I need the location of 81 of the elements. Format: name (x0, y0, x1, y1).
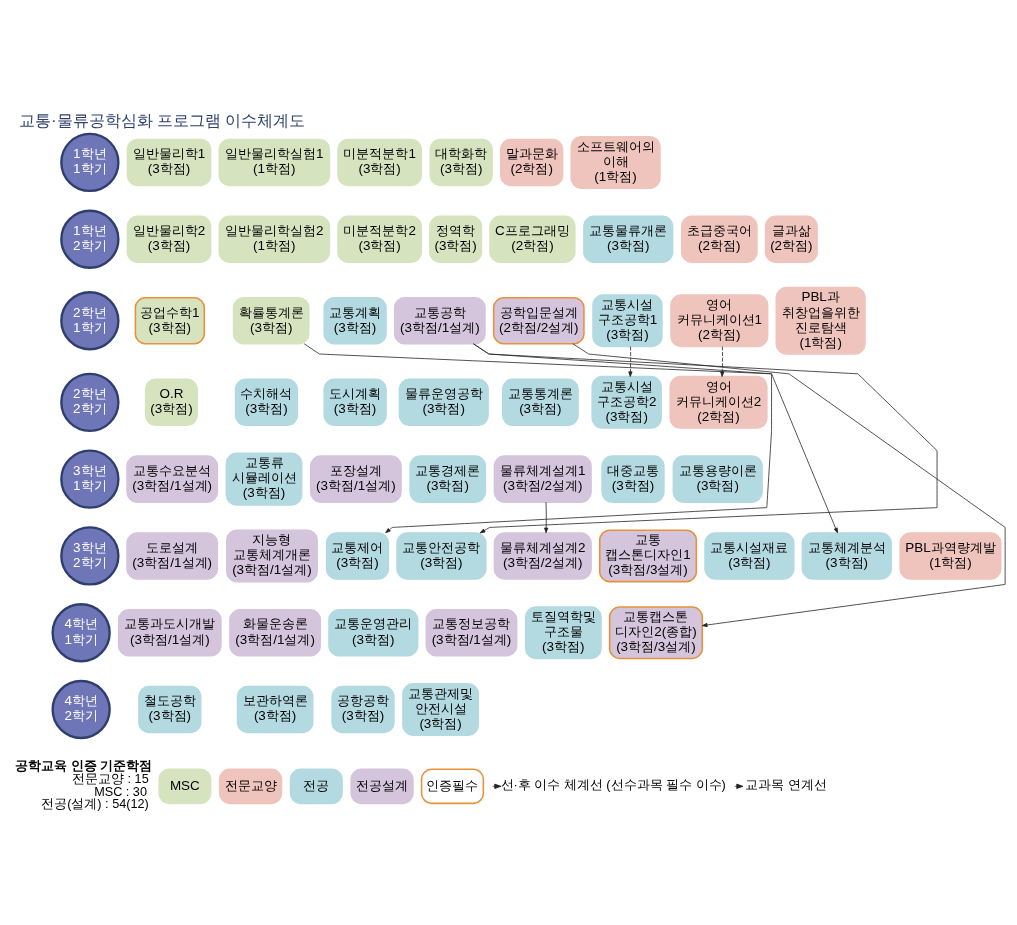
node-box: 교통통계론 (3학점) (501, 378, 579, 427)
node-box: 교통시설 구조공학2 (3학점) (591, 375, 662, 429)
node-circle: 4학년 2학기 (51, 679, 111, 740)
node-box: 화물운송론 (3학점/1설계) (229, 609, 322, 657)
arrow (628, 346, 633, 377)
node-box: O.R (3학점) (144, 378, 198, 427)
node-box: PBL과 취창업을위한 진로탐색 (1학점) (775, 286, 866, 355)
node-box: 도시계획 (3학점) (323, 378, 387, 427)
node-box: 포장설계 (3학점/1설계) (309, 455, 402, 503)
label: 전공(설계) : 54(12) (41, 797, 149, 812)
node-box: 확률통계론 (3학점) (232, 297, 310, 345)
node-box: 물류체계설계2 (3학점/2설계) (493, 532, 592, 580)
node-box: 영어 커뮤니케이션1 (2학점) (670, 294, 769, 348)
arrow (303, 343, 838, 534)
node-circle: 2학년 1학기 (60, 291, 120, 351)
legend-label: 전공 (303, 777, 330, 793)
legend-label: 교과목 연계선 (745, 778, 827, 793)
node-box: 미분적분학1 (3학점) (337, 138, 422, 187)
node-box: 교통체계분석 (3학점) (801, 532, 892, 580)
label: MSC : 30 (94, 784, 147, 799)
node-box: 철도공학 (3학점) (138, 685, 202, 734)
node-box: 물류운영공학 (3학점) (398, 378, 489, 427)
node-box: 교통시설 구조공학1 (3학점) (592, 294, 663, 348)
node-box: 미분적분학2 (3학점) (337, 215, 422, 263)
node-box: 도로설계 (3학점/1설계) (126, 532, 219, 580)
node-circle: 3학년 1학기 (60, 449, 120, 509)
node-box: 글과삶 (2학점) (764, 215, 818, 263)
node-box: PBL과역량계발 (1학점) (899, 532, 1002, 580)
node-box: 교통계획 (3학점) (323, 297, 387, 345)
node-box: 공업수학1 (3학점) (134, 297, 206, 345)
node-box: 교통용량이론 (3학점) (672, 455, 763, 503)
node-box: 교통제어 (3학점) (325, 532, 390, 580)
legend-label: 전공설계 (356, 777, 409, 793)
node-box: 교통과도시개발 (3학점/1설계) (117, 609, 222, 657)
node-box: 교통공학 (3학점/1설계) (393, 297, 486, 345)
node-box: 교통정보공학 (3학점/1설계) (425, 609, 518, 657)
node-box: 교통시설재료 (3학점) (704, 532, 795, 580)
node-circle: 4학년 1학기 (51, 603, 111, 663)
node-box: 수치해석 (3학점) (234, 378, 299, 427)
node-box: 교통수요분석 (3학점/1설계) (126, 455, 219, 503)
node-box: 교통류 시뮬레이션 (3학점) (225, 452, 303, 506)
node-box: 말과문화 (2학점) (500, 138, 564, 187)
node-box: 교통안전공학 (3학점) (396, 532, 487, 580)
node-box: 교통캡스톤 디자인2(종합) (3학점/3설계) (608, 606, 704, 660)
legend-label: MSC (169, 777, 200, 793)
node-box: 소프트웨어의 이해 (1학점) (570, 135, 661, 189)
node-circle: 3학년 2학기 (60, 526, 120, 586)
arrow (472, 343, 938, 534)
node-circle: 1학년 1학기 (60, 132, 120, 193)
node-box: 초급중국어 (2학점) (680, 215, 758, 263)
node-box: 공항공학 (3학점) (331, 685, 395, 734)
node-box: 일반물리학1 (3학점) (126, 138, 212, 187)
node-box: 토질역학및 구조물 (3학점) (524, 606, 602, 660)
legend-label: 전문교양 (224, 777, 277, 793)
node-box: 일반물리학실험1 (1학점) (218, 138, 331, 187)
node-box: 영어 커뮤니케이션2 (2학점) (669, 375, 768, 429)
node-box: 교통운영관리 (3학점) (328, 609, 419, 657)
legend-label: 인증필수 (426, 777, 479, 793)
node-box: 일반물리학2 (3학점) (126, 215, 212, 263)
label: 전문교양 : 15 (72, 772, 149, 786)
node-circle: 2학년 2학기 (60, 372, 120, 432)
arrow (544, 501, 549, 534)
node-box: 교통관제및 안전시설 (3학점) (402, 683, 479, 737)
node-circle: 1학년 2학기 (60, 209, 120, 269)
node-box: C프로그래밍 (2학점) (489, 215, 576, 263)
node-box: 정역학 (3학점) (429, 215, 483, 263)
arrow (720, 346, 725, 377)
legend-label: 선·후 이수 체계선 (선수과목 필수 이수) (500, 778, 726, 793)
node-box: 일반물리학실험2 (1학점) (218, 215, 331, 263)
node-box: 교통물류개론 (3학점) (583, 215, 674, 263)
node-box: 대중교통 (3학점) (601, 455, 665, 503)
node-box: 지능형 교통체계개론 (3학점/1설계) (226, 529, 318, 583)
node-box: 교통경제론 (3학점) (409, 455, 487, 503)
diagram-title: 교통·물류공학심화 프로그램 이수체계도 (19, 112, 306, 129)
arrow (572, 343, 1006, 628)
node-box: 보관하역론 (3학점) (236, 685, 314, 734)
label: 공학교육 인증 기준학점 (15, 759, 153, 774)
node-box: 공학입문설계 (2학점/2설계) (492, 297, 585, 345)
node-box: 대학화학 (3학점) (429, 138, 493, 187)
node-box: 교통 캡스톤디자인1 (3학점/3설계) (598, 529, 698, 583)
node-box: 물류체계설계1 (3학점/2설계) (493, 455, 592, 503)
